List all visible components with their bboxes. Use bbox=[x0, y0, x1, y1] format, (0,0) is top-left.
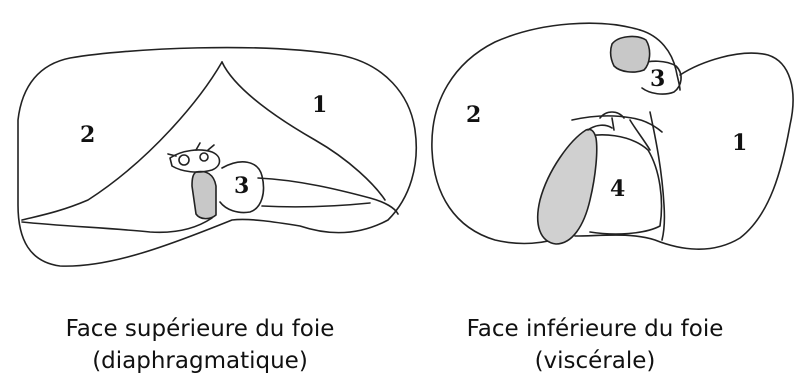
inferior-face-caption: Face inférieure du foie (viscérale) bbox=[415, 313, 775, 377]
left-label-3: 3 bbox=[234, 173, 249, 199]
right-lower-ridge bbox=[258, 178, 398, 214]
inferior-border-line bbox=[22, 218, 212, 232]
right-label-1: 1 bbox=[732, 130, 747, 156]
inferior-face-caption-line2: (viscérale) bbox=[415, 345, 775, 377]
right-lower-ridge-2 bbox=[262, 203, 370, 207]
right-label-3: 3 bbox=[650, 66, 665, 92]
superior-face-caption-line1: Face supérieure du foie bbox=[0, 313, 400, 345]
superior-face-outline bbox=[18, 48, 416, 267]
gallbladder bbox=[538, 129, 597, 244]
left-label-2: 2 bbox=[80, 122, 95, 148]
right-label-2: 2 bbox=[466, 102, 481, 128]
right-label-4: 4 bbox=[610, 176, 625, 202]
ivc-stump bbox=[611, 37, 650, 73]
left-label-1: 1 bbox=[312, 92, 327, 118]
hepatic-vein-cluster bbox=[170, 150, 220, 172]
vessel-stump bbox=[192, 172, 216, 219]
left-lobe-outline bbox=[432, 23, 640, 243]
inferior-face-caption-line1: Face inférieure du foie bbox=[415, 313, 775, 345]
falciform-line-left bbox=[22, 62, 222, 220]
superior-face-caption-line2: (diaphragmatique) bbox=[0, 345, 400, 377]
right-lobe-outline bbox=[575, 53, 793, 249]
superior-face-drawing bbox=[18, 48, 416, 267]
hepatic-vein-2 bbox=[200, 153, 208, 161]
superior-face-caption: Face supérieure du foie (diaphragmatique… bbox=[0, 313, 400, 377]
hepatic-vein-1 bbox=[179, 155, 189, 165]
